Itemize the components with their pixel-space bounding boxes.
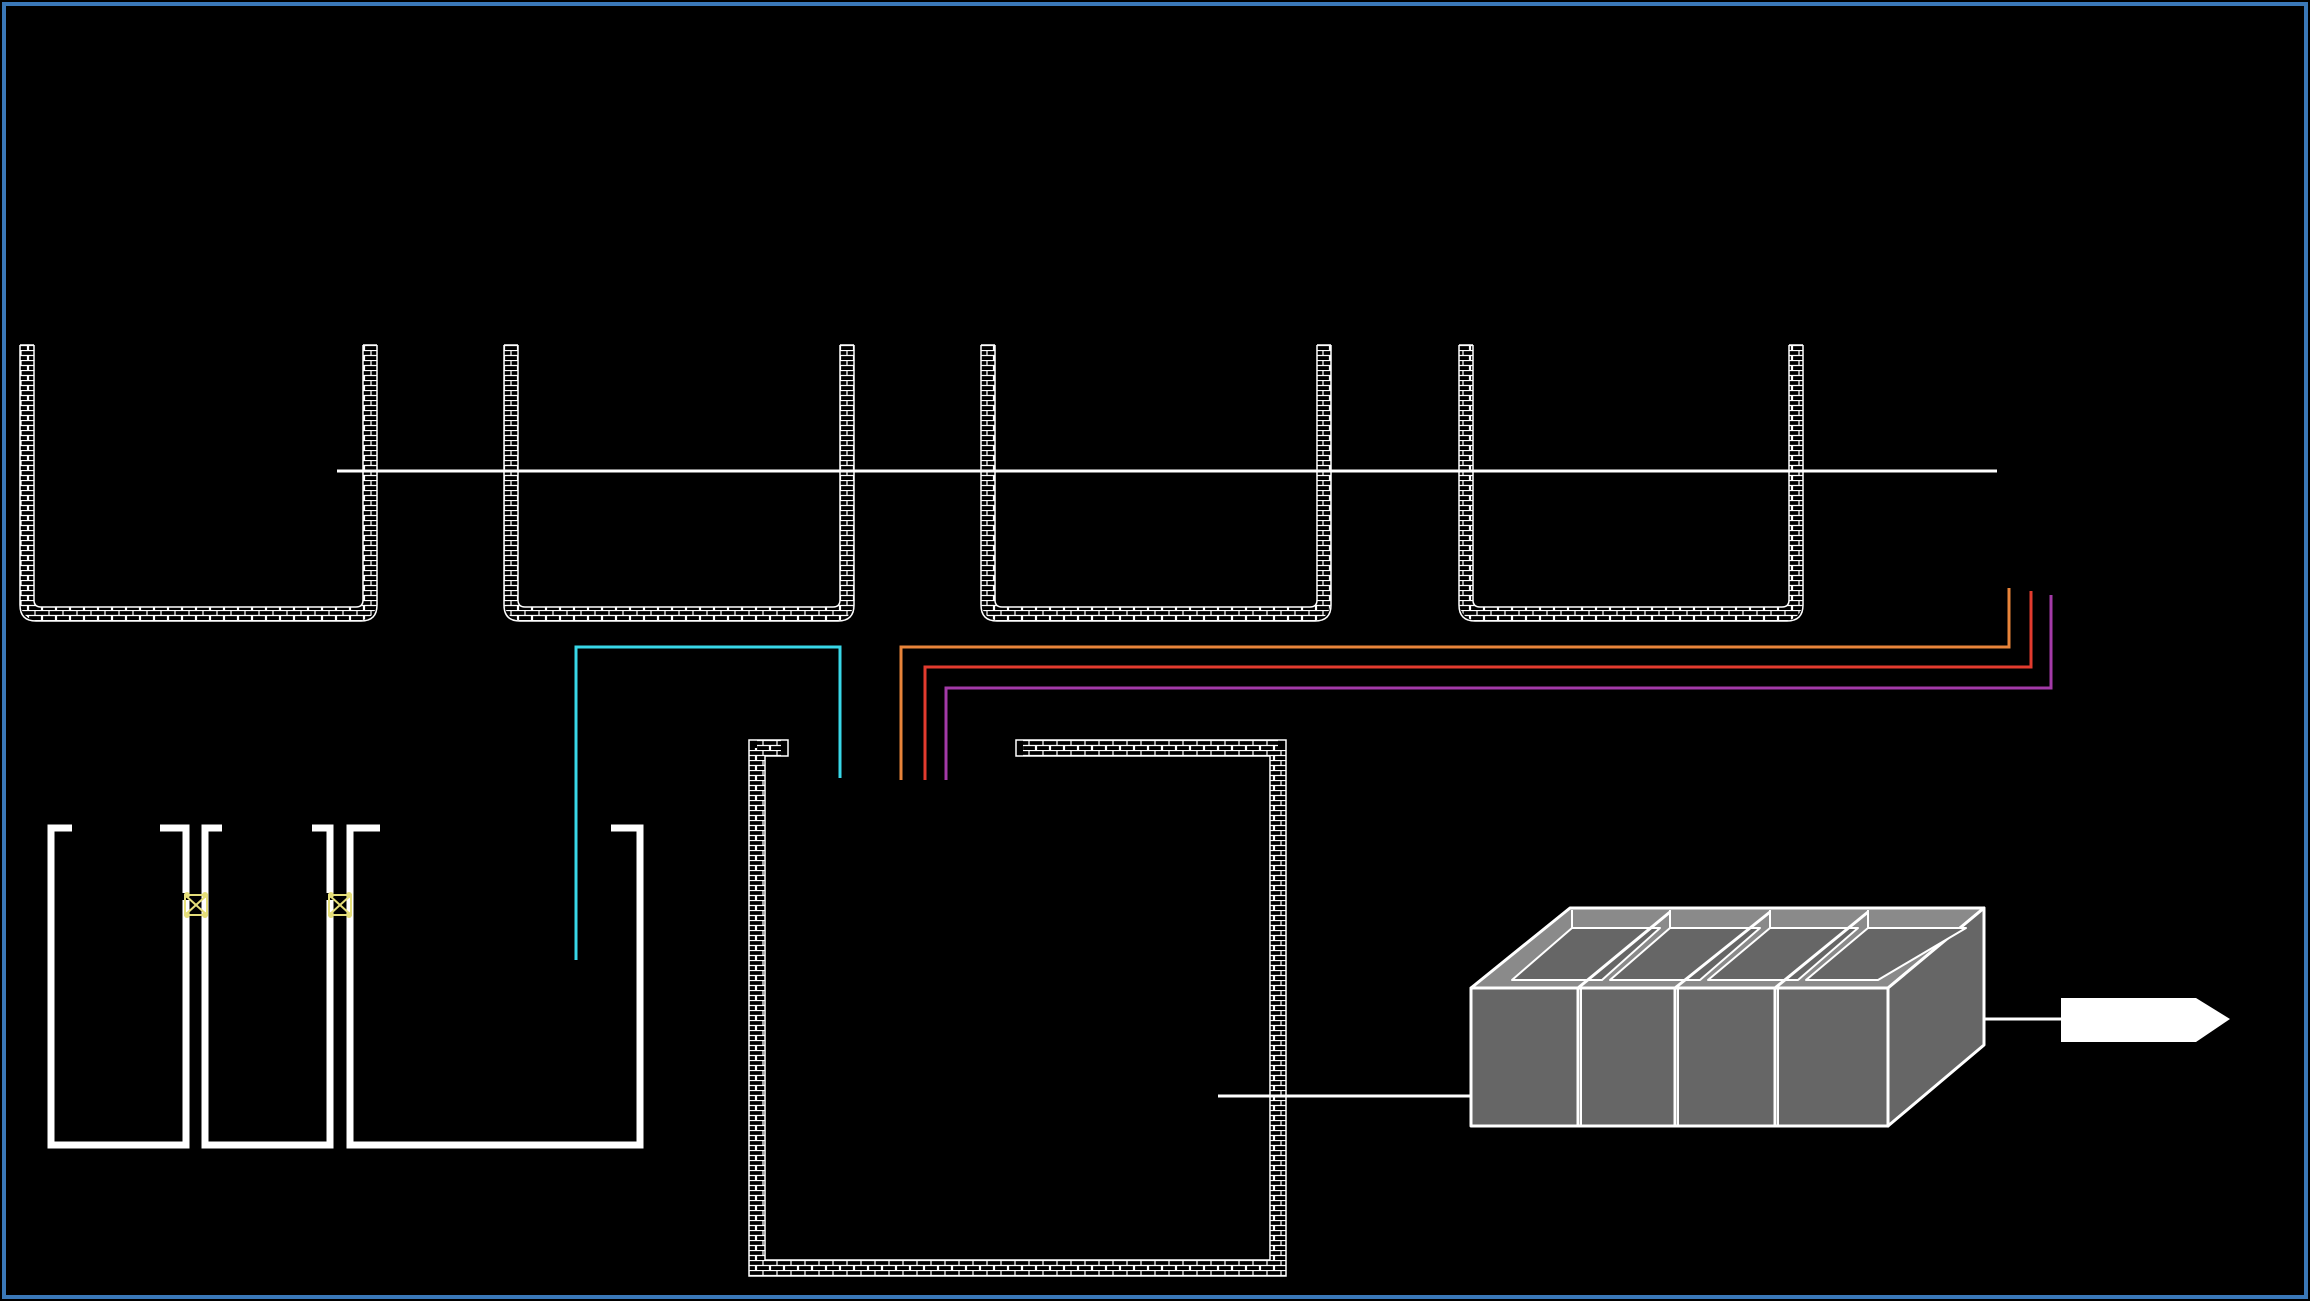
orange-pipe <box>899 588 2011 780</box>
channel-1-top <box>160 824 190 893</box>
purple-pipe <box>944 595 2053 780</box>
cyan-pipe <box>574 645 842 960</box>
valve-icon <box>184 892 208 918</box>
channel-2 <box>201 824 334 1149</box>
open-channels <box>47 824 644 1149</box>
filter-compartment-3 <box>1707 927 1859 981</box>
large-brick-tank <box>748 739 1287 1277</box>
red-pipe <box>923 591 2033 780</box>
filter-box-front <box>1469 986 1890 1128</box>
filter-compartment-4 <box>1805 927 1967 981</box>
filter-box <box>1469 906 1986 1128</box>
channel-1 <box>47 824 190 1149</box>
filter-compartment-2 <box>1609 927 1761 981</box>
filter-compartment-1 <box>1511 927 1661 981</box>
brick-tank-1 <box>19 344 378 622</box>
channel-3 <box>346 824 644 1149</box>
brick-tank-3 <box>980 344 1332 622</box>
channel-2-right-top <box>312 824 334 893</box>
outlet-nozzle-icon <box>2061 998 2230 1042</box>
valve-icon <box>328 892 352 918</box>
brick-tank-2 <box>503 344 855 622</box>
brick-tank-4 <box>1458 344 1804 622</box>
